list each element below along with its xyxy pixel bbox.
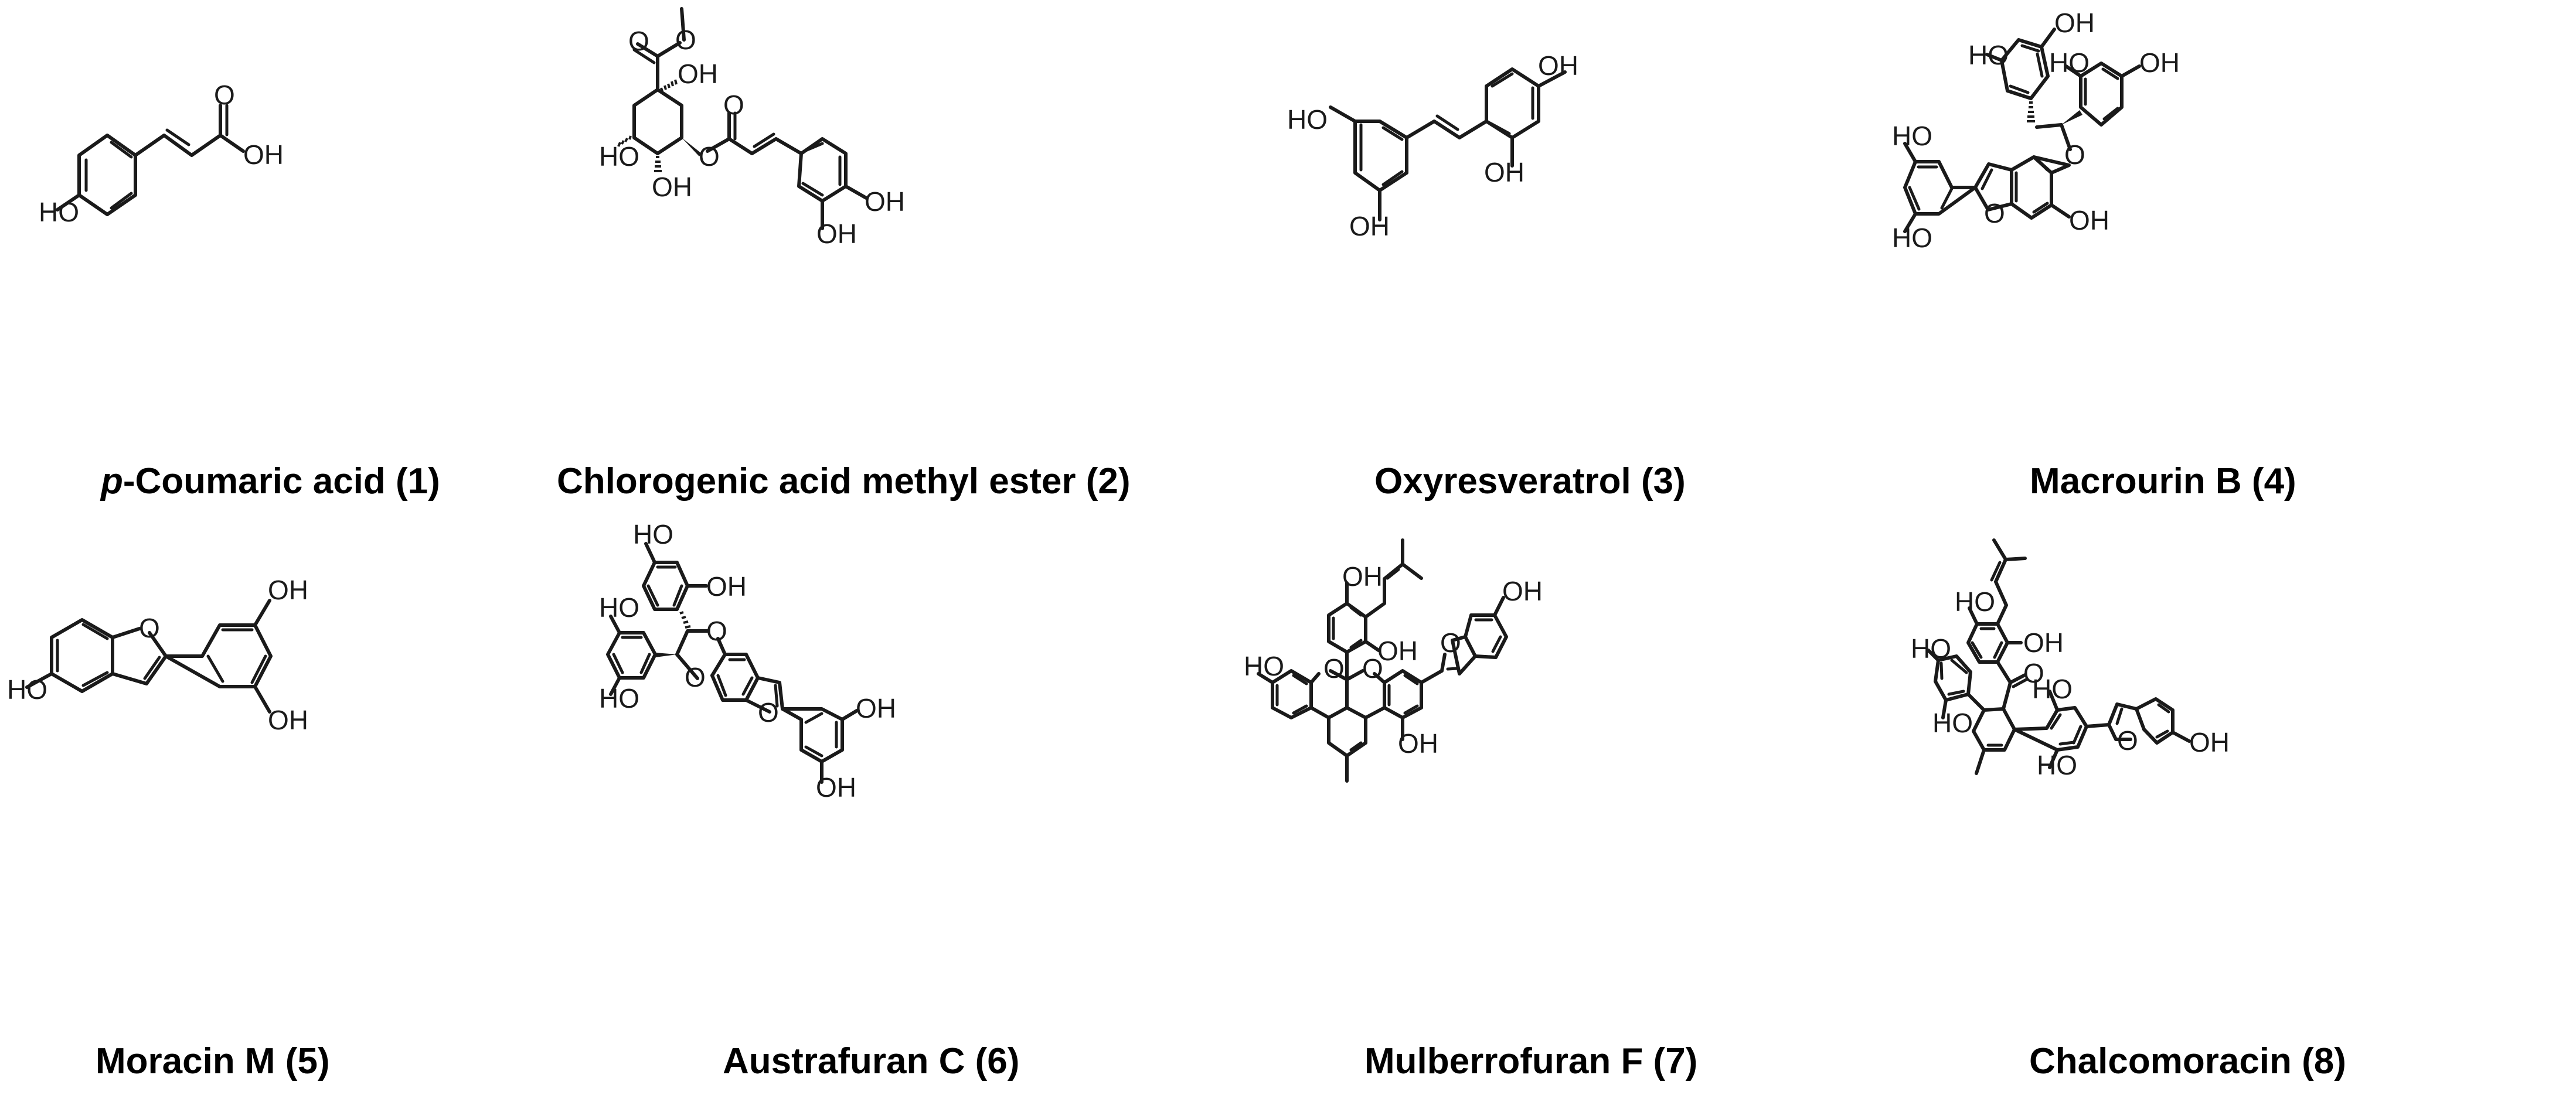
atom-label: HO: [599, 683, 639, 714]
structure-compound-7: OH OH O OH HO O O OH: [1244, 538, 1543, 783]
atom-label: OH: [1349, 211, 1390, 241]
atom-label: O: [1362, 653, 1383, 684]
compound-1-label: p-Coumaric acid (1): [100, 461, 440, 501]
atom-label: O: [628, 26, 649, 56]
atom-label: O: [758, 697, 779, 728]
atom-label: HO: [599, 592, 639, 623]
atom-label: OH: [652, 172, 692, 202]
atom-label: OH: [2023, 627, 2064, 658]
atom-label: HO: [2037, 750, 2077, 780]
atom-label: OH: [2054, 8, 2095, 38]
atom-label: HO: [1968, 40, 2009, 70]
atom-label: HO: [1287, 104, 1328, 135]
compound-4-label: Macrourin B (4): [2030, 461, 2296, 501]
atom-label: O: [214, 80, 235, 110]
atom-label: HO: [1892, 121, 1932, 151]
atom-label: HO: [599, 141, 639, 172]
atom-label: HO: [1244, 651, 1284, 681]
compound-8-label: Chalcomoracin (8): [2029, 1041, 2346, 1081]
atom-label: OH: [816, 772, 856, 803]
atom-label: OH: [706, 571, 747, 602]
atom-label: O: [1984, 198, 2005, 228]
atom-label: OH: [1502, 576, 1543, 606]
atom-label: HO: [2032, 674, 2073, 704]
atom-label: O: [2064, 139, 2085, 170]
atom-label: OH: [2139, 47, 2180, 78]
atom-label: OH: [2189, 727, 2230, 758]
structure-compound-2: O O OH O O HO OH OH OH: [599, 7, 905, 249]
atom-label: O: [139, 613, 160, 643]
atom-label: OH: [268, 705, 308, 735]
atom-label: O: [2023, 658, 2044, 688]
atom-label: O: [1440, 627, 1461, 658]
atom-label: HO: [633, 519, 673, 550]
compound-3-label: Oxyresveratrol (3): [1374, 461, 1686, 501]
atom-label: O: [706, 616, 727, 646]
atom-label: HO: [1911, 633, 1951, 664]
atom-label: OH: [2069, 205, 2109, 236]
structure-compound-8: HO OH HO O HO HO HO O OH: [1911, 538, 2230, 780]
atom-label: O: [675, 25, 696, 55]
compound-2-label: Chlorogenic acid methyl ester (2): [557, 461, 1130, 501]
atom-label: OH: [1484, 157, 1524, 187]
structure-compound-6: HO OH HO O O HO O OH OH: [599, 519, 896, 803]
atom-label: OH: [816, 219, 857, 249]
atom-label: OH: [268, 575, 308, 605]
atom-label: OH: [243, 139, 284, 170]
atom-label: HO: [39, 197, 79, 227]
atom-label: HO: [2049, 47, 2090, 78]
atom-label: HO: [1932, 708, 1973, 738]
atom-label: HO: [7, 674, 47, 705]
atom-label: HO: [1955, 586, 1995, 617]
compound-5-label: Moracin M (5): [96, 1041, 330, 1081]
atom-label: HO: [1892, 223, 1932, 253]
atom-label: O: [723, 90, 744, 120]
atom-label: O: [2117, 725, 2138, 756]
atom-label: OH: [1377, 636, 1418, 666]
structure-compound-1: O OH HO: [39, 80, 284, 227]
structure-compound-4: OH HO HO OH HO O O OH HO: [1892, 8, 2180, 253]
structure-compound-3: OH HO OH OH: [1287, 50, 1578, 241]
compound-7-label: Mulberrofuran F (7): [1364, 1041, 1697, 1081]
atom-label: OH: [1538, 50, 1578, 81]
atom-label: OH: [1342, 561, 1383, 592]
atom-label: OH: [1398, 728, 1438, 759]
atom-label: O: [685, 662, 706, 692]
atom-label: OH: [856, 693, 896, 724]
structure-compound-5: OH O HO OH: [7, 575, 308, 735]
atom-label: OH: [865, 186, 905, 217]
atom-label: O: [699, 141, 720, 172]
atom-label: O: [1323, 653, 1345, 684]
compound-6-label: Austrafuran C (6): [723, 1041, 1019, 1081]
atom-label: OH: [678, 59, 718, 89]
